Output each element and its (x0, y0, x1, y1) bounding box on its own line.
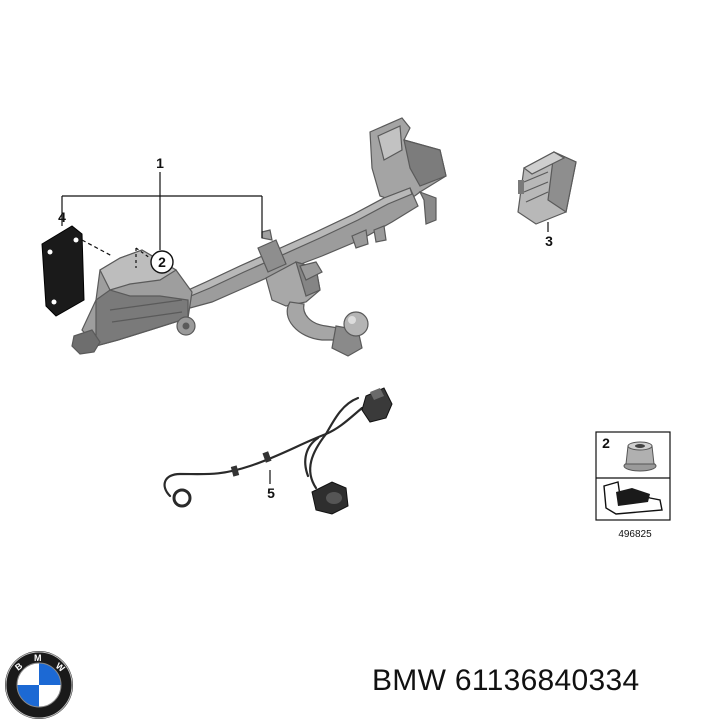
callout-1: 1 (156, 155, 164, 171)
harness-connectors (172, 387, 393, 515)
svg-text:B: B (13, 660, 25, 672)
tow-bar-carrier (71, 117, 447, 357)
callout-3: 3 (545, 233, 553, 249)
legend-reference-number: 496825 (618, 529, 652, 540)
callout-4: 4 (58, 209, 66, 225)
alignment-dash (81, 239, 113, 257)
leader-lines (61, 172, 549, 484)
flange-nut (623, 441, 657, 472)
legend-box: 2 496825 (595, 431, 671, 540)
svg-text:M: M (34, 653, 42, 663)
part-caption: BMW 61136840334 (372, 664, 639, 698)
brand-name: BMW (372, 664, 447, 697)
bmw-logo-icon: B M W (5, 651, 73, 719)
part-number: 61136840334 (454, 664, 640, 697)
callout-5: 5 (267, 485, 275, 501)
callout-2: 2 (158, 254, 166, 270)
wiring-harness (163, 396, 364, 498)
legend-callout-2: 2 (602, 435, 610, 451)
sealing-plate (41, 225, 85, 317)
control-module (517, 151, 577, 225)
